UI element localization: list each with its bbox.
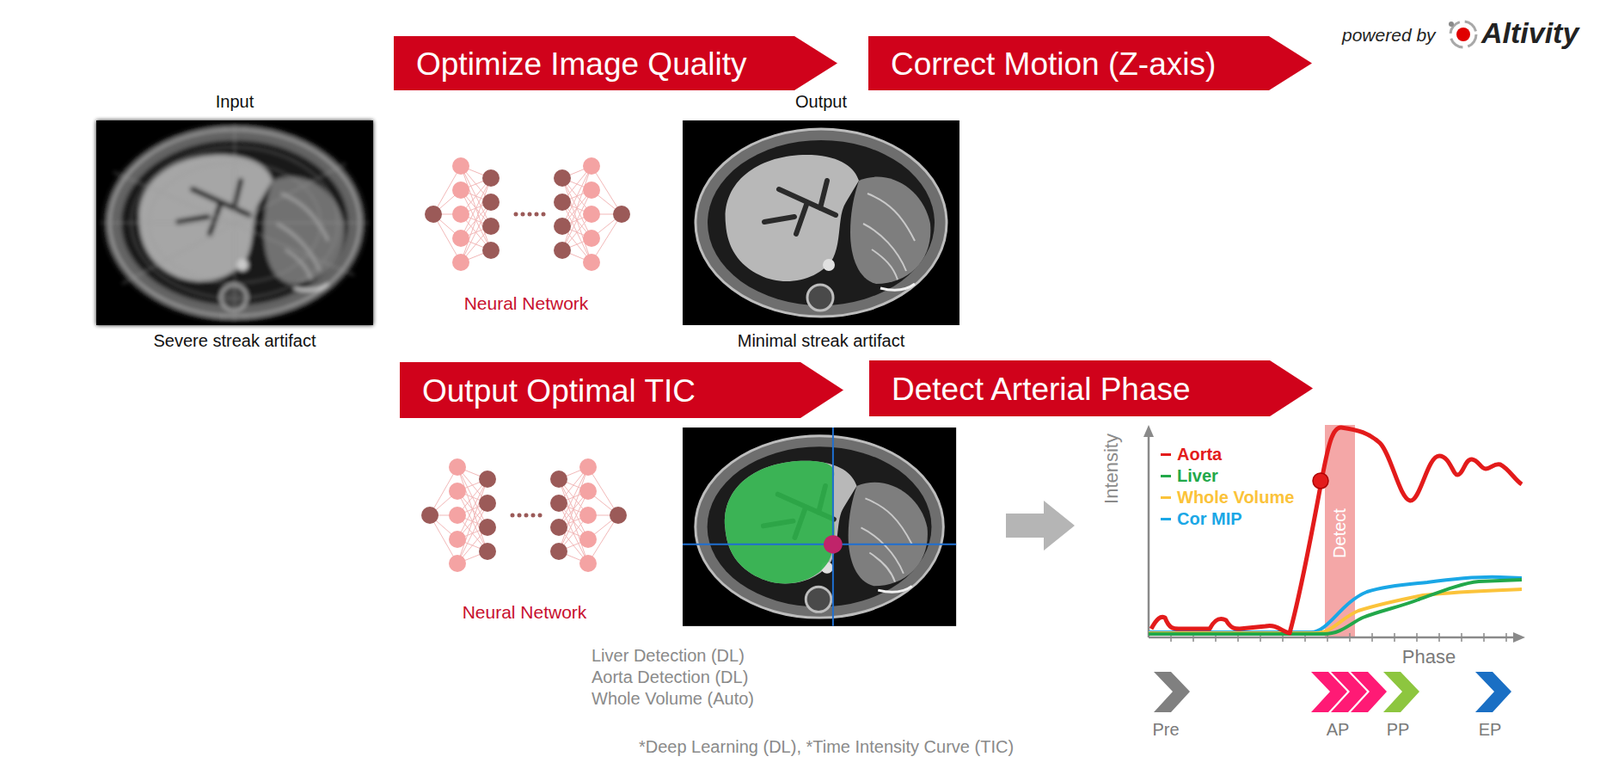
phase-label: AP <box>1326 720 1350 738</box>
image-heading: Output <box>795 92 847 111</box>
scan-slice <box>96 120 374 325</box>
chart-axes <box>1148 434 1518 638</box>
network-label: Neural Network <box>464 294 589 313</box>
detection-note: Aorta Detection (DL) <box>591 668 748 686</box>
crosshair <box>682 427 957 626</box>
step-banner: Correct Motion (Z-axis) <box>868 36 1312 91</box>
scan-slice <box>682 427 957 626</box>
banner-arrow <box>399 361 844 418</box>
banner-arrow <box>393 36 838 91</box>
phase-chevron <box>1350 671 1387 712</box>
detected-point <box>1312 472 1329 489</box>
blurred-slice <box>96 120 374 325</box>
logo-dot <box>1456 27 1471 42</box>
output-scan <box>682 120 960 325</box>
streak-artifacts <box>100 124 369 321</box>
legend-swatch <box>1160 453 1171 456</box>
scan-slice <box>682 120 960 325</box>
scan-image-box: OutputMinimal streak artifact <box>682 120 960 325</box>
liver-curve <box>1148 579 1522 634</box>
legend-text: Liver <box>1177 465 1219 485</box>
image-caption: Severe streak artifact <box>153 331 317 350</box>
phase-chevron <box>1153 671 1190 712</box>
input-scan <box>96 120 374 325</box>
banner-title: Optimize Image Quality <box>416 47 748 80</box>
whole-volume-curve <box>1148 588 1522 633</box>
step-banner: Output Optimal TIC <box>399 361 844 418</box>
banner-title: Detect Arterial Phase <box>891 372 1191 405</box>
detect-label: Detect <box>1330 508 1349 558</box>
phase-label: EP <box>1478 720 1502 738</box>
legend-text: Cor MIP <box>1177 508 1243 528</box>
flow-arrow <box>1005 500 1075 551</box>
aorta-marker <box>823 534 843 553</box>
axis-title: Intensity <box>1102 433 1122 504</box>
legend-swatch <box>1160 474 1171 478</box>
detection-note: Liver Detection (DL) <box>591 646 745 664</box>
phase-label: PP <box>1386 720 1410 738</box>
chart-legend: AortaLiverWhole VolumeCor MIP <box>1160 444 1294 531</box>
legend-swatch <box>1160 496 1171 499</box>
banner-arrow <box>869 360 1313 417</box>
logo-tagline: powered by <box>1342 25 1436 44</box>
legend-row: Liver <box>1160 465 1294 488</box>
axis-title: Phase <box>1402 647 1456 667</box>
phase-label: Pre <box>1152 720 1179 738</box>
detect-band <box>1324 424 1355 638</box>
step-banner: Detect Arterial Phase <box>869 360 1313 417</box>
legend-swatch <box>1160 517 1171 521</box>
network-label: Neural Network <box>462 602 588 621</box>
legend-text: Whole Volume <box>1177 487 1294 507</box>
liver-mask <box>724 460 835 584</box>
image-heading: Input <box>215 92 254 111</box>
logo-ring <box>1450 21 1477 48</box>
phase-chevron <box>1475 671 1512 712</box>
banner-title: Output Optimal TIC <box>422 373 696 406</box>
footnote: *Deep Learning (DL), *Time Intensity Cur… <box>638 737 1014 755</box>
scan-background <box>96 120 374 325</box>
neural-network <box>424 157 631 271</box>
banner-arrow <box>868 36 1312 91</box>
image-caption: Minimal streak artifact <box>737 331 906 350</box>
axis-arrowhead <box>1143 424 1154 437</box>
streak-lines <box>100 124 369 321</box>
detection-note: Whole Volume (Auto) <box>591 689 755 707</box>
logo-satellite <box>1448 21 1454 27</box>
scan-image-box: InputSevere streak artifact <box>96 120 374 325</box>
neural-network <box>421 458 627 572</box>
phase-chevron <box>1383 671 1420 712</box>
step-banner: Optimize Image Quality <box>393 36 838 91</box>
aorta-curve <box>1151 427 1522 633</box>
axis-arrowhead <box>1513 631 1526 643</box>
legend-row: Cor MIP <box>1160 508 1294 531</box>
legend-row: Whole Volume <box>1160 487 1294 509</box>
legend-text: Aorta <box>1177 444 1222 464</box>
legend-row: Aorta <box>1160 444 1294 466</box>
logo-name: Altivity <box>1481 18 1579 48</box>
banner-title: Correct Motion (Z-axis) <box>890 47 1216 80</box>
detection-scan <box>682 427 957 626</box>
